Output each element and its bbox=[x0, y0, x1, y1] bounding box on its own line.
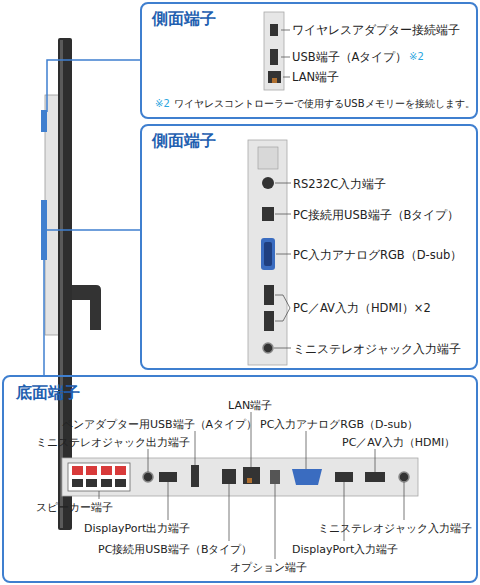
callout-line bbox=[47, 60, 140, 112]
port-panel: 底面端子ペンアダプター用USB端子（Aタイプ） ミニステレオジャック出力端子 LAN… bbox=[2, 375, 478, 583]
mini-jack bbox=[399, 472, 409, 482]
port-label: ※2 bbox=[409, 51, 424, 63]
bezel-edge bbox=[60, 40, 63, 528]
port-label: PC接続用USB端子（Bタイプ） bbox=[98, 543, 252, 556]
displayport-port bbox=[159, 472, 177, 482]
dsub-port bbox=[261, 238, 275, 270]
usb-b-port bbox=[222, 469, 236, 484]
port-label: PC入力アナログRGB（D-sub） bbox=[260, 418, 418, 431]
port-panel: 側面端子ワイヤレスアダプター接続端子USB端子（Aタイプ）※2LAN端子※2ワイ… bbox=[140, 2, 478, 119]
usb-a-port bbox=[191, 465, 199, 487]
panel-heading: 側面端子 bbox=[152, 131, 216, 150]
port-panel: 側面端子 RS232C入力端子 PC接続用USB端子（Bタイプ） PC入力アナログRG… bbox=[140, 124, 478, 370]
port-label: オプション端子 bbox=[230, 561, 307, 574]
speaker-clip bbox=[86, 466, 97, 475]
lan-led bbox=[247, 478, 252, 483]
leader-line bbox=[281, 30, 290, 77]
port-label: ワイヤレスコントローラーで使用するUSBメモリーを接続します。 bbox=[174, 98, 475, 110]
port-label: PC入力アナログRGB（D-sub） bbox=[293, 249, 462, 263]
port-label: PC／AV入力（HDMI）×2 bbox=[293, 302, 431, 316]
port-strip bbox=[248, 140, 287, 365]
displayport-port bbox=[335, 472, 353, 482]
wireless-port bbox=[270, 24, 278, 36]
port-label: スピーカー端子 bbox=[36, 501, 113, 514]
port-label: RS232C入力端子 bbox=[293, 178, 386, 192]
lan-port bbox=[243, 467, 260, 484]
usb-a-port bbox=[270, 49, 278, 65]
panel-heading: 底面端子 bbox=[16, 383, 80, 402]
port-label: USB端子（Aタイプ） bbox=[292, 51, 407, 65]
speaker-clip bbox=[115, 479, 126, 487]
rs232c-port bbox=[262, 177, 274, 189]
callout-line bbox=[47, 229, 140, 231]
leader-line bbox=[99, 412, 404, 559]
hdmi-port bbox=[264, 285, 274, 305]
speaker-clip bbox=[86, 479, 97, 487]
speaker-clip bbox=[72, 479, 83, 487]
hdmi-port bbox=[365, 472, 385, 482]
mini-jack bbox=[143, 472, 153, 482]
port-label: DisplayPort出力端子 bbox=[84, 522, 190, 535]
port-label: LAN端子 bbox=[228, 399, 272, 412]
speaker-clip bbox=[101, 479, 112, 487]
port-strip bbox=[264, 12, 284, 90]
hdmi-port bbox=[264, 311, 274, 331]
port-label: PC／AV入力（HDMI） bbox=[342, 436, 455, 449]
option-port bbox=[270, 470, 280, 484]
dsub-port bbox=[292, 469, 322, 485]
port-label: ワイヤレスアダプター接続端子 bbox=[292, 24, 460, 38]
port-label: LAN端子 bbox=[292, 71, 339, 85]
port-label: ミニステレオジャック入力端子 bbox=[293, 343, 461, 357]
port-label: ミニステレオジャック出力端子 bbox=[36, 436, 190, 449]
speaker-clip bbox=[72, 466, 83, 475]
side-port-marker bbox=[41, 200, 47, 260]
mini-jack bbox=[263, 343, 273, 353]
stand-hook bbox=[72, 285, 101, 330]
port-strip bbox=[62, 458, 418, 496]
speaker-clip bbox=[101, 466, 112, 475]
port-label: ミニステレオジャック入力端子 bbox=[318, 522, 472, 535]
port-cover bbox=[258, 147, 278, 169]
rear-casing bbox=[45, 95, 59, 335]
speaker-terminal bbox=[68, 463, 130, 491]
monitor-bezel bbox=[58, 38, 72, 530]
panel-heading: 側面端子 bbox=[152, 9, 216, 28]
port-label: ※2 bbox=[155, 98, 170, 110]
speaker-clip bbox=[115, 466, 126, 475]
lan-port bbox=[268, 71, 281, 83]
port-label: PC接続用USB端子（Bタイプ） bbox=[293, 209, 459, 223]
dsub-pins bbox=[264, 242, 272, 266]
usb-b-port bbox=[262, 207, 274, 221]
side-port-marker bbox=[41, 110, 47, 132]
port-label: DisplayPort入力端子 bbox=[292, 543, 398, 556]
lan-led bbox=[272, 78, 277, 83]
leader-line bbox=[274, 183, 291, 348]
callout-line bbox=[43, 260, 45, 375]
port-label: ペンアダプター用USB端子（Aタイプ） bbox=[62, 418, 257, 431]
